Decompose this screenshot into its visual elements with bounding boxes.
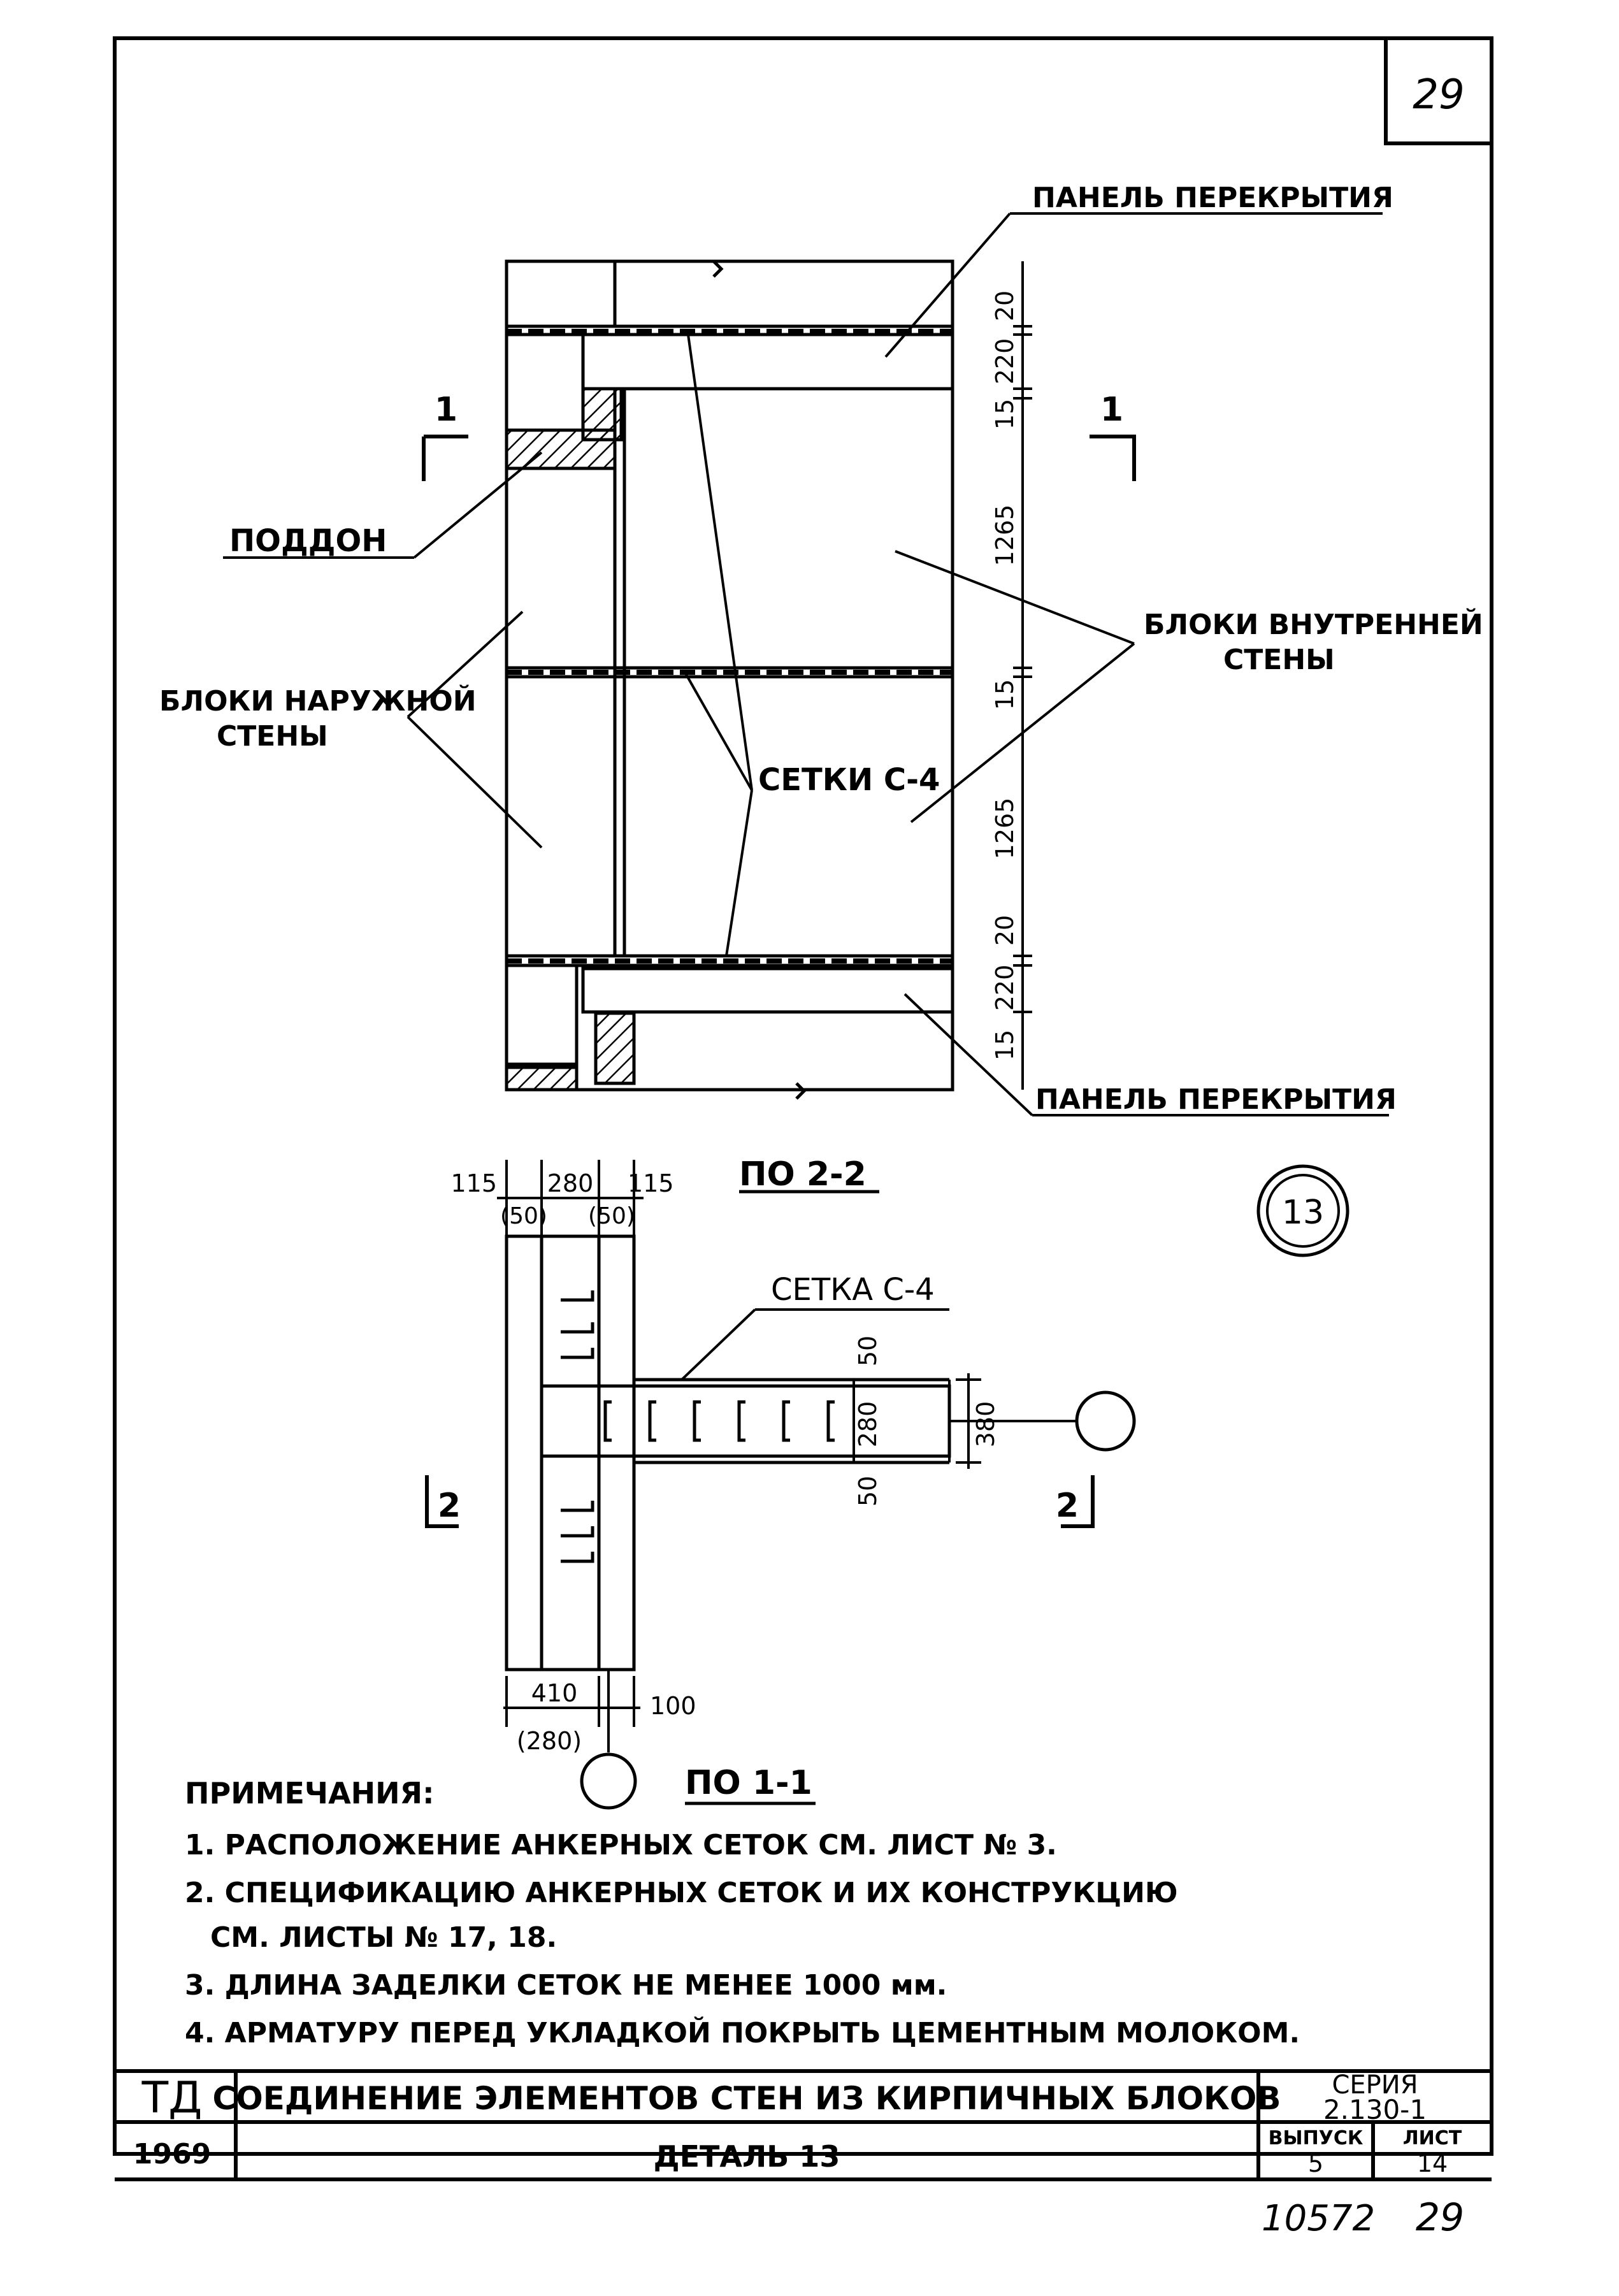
dim-1265-upper: 1265: [991, 505, 1019, 567]
plan-dim-100: 100: [650, 1692, 696, 1720]
section-mark-1-right: 1: [1100, 391, 1123, 429]
plan-dim-115-left: 115: [450, 1169, 497, 1197]
plan-dim-410: 410: [531, 1679, 578, 1707]
note-1: 1. РАСПОЛОЖЕНИЕ АНКЕРНЫХ СЕТОК СМ. ЛИСТ …: [185, 1829, 1057, 1861]
section-mark-1-left: 1: [435, 391, 457, 429]
elevation-dimension-values: 20 220 15 1265 15 1265 20 220 15: [991, 291, 1019, 1060]
dim-15-low: 15: [991, 1030, 1019, 1060]
note-3: 3. ДЛИНА ЗАДЕЛКИ СЕТОК НЕ МЕНЕЕ 1000 мм.: [185, 1969, 947, 2002]
sheet-label: ЛИСТ: [1403, 2127, 1462, 2149]
plan-dim-380: 380: [972, 1401, 1000, 1448]
section-mark-2-right: 2: [1056, 1487, 1079, 1525]
series-value: 2.130-1: [1323, 2094, 1427, 2125]
series-label: СЕРИЯ: [1332, 2070, 1418, 2100]
axis-circle-bottom: [580, 1752, 637, 1810]
label-outer-wall-line1: БЛОКИ НАРУЖНОЙ: [159, 684, 477, 718]
title-detail: ДЕТАЛЬ 13: [654, 2139, 840, 2174]
issue-value: 5: [1308, 2149, 1323, 2177]
sheet-value: 14: [1417, 2149, 1448, 2177]
detail-number: 13: [1282, 1194, 1324, 1232]
note-2-cont: СМ. ЛИСТЫ № 17, 18.: [210, 1921, 557, 1954]
note-4: 4. АРМАТУРУ ПЕРЕД УКЛАДКОЙ ПОКРЫТЬ ЦЕМЕН…: [185, 2016, 1300, 2049]
section-marks-1: [422, 435, 1136, 481]
detail-number-marker: 13: [1256, 1164, 1349, 1257]
leader-lines: [223, 212, 1389, 1116]
section-mark-2-left: 2: [438, 1487, 461, 1525]
elevation-dimension-chain: [1013, 261, 1032, 1090]
section-title: ПО 1-1: [685, 1764, 812, 1802]
label-meshes: СЕТКИ С-4: [758, 762, 940, 798]
title-block: [115, 2069, 1492, 2181]
dim-220-low: 220: [991, 965, 1019, 1011]
archive-number: 10572: [1262, 2198, 1375, 2239]
label-outer-wall-line2: СТЕНЫ: [217, 720, 328, 753]
plan-dim-280-right: 280: [854, 1401, 882, 1448]
axis-circle-right: [1075, 1390, 1136, 1452]
plan-dim-50-paren-right: (50): [588, 1203, 635, 1229]
dim-20-low: 20: [991, 915, 1019, 946]
label-inner-wall-line2: СТЕНЫ: [1223, 644, 1335, 676]
sheet-frame: [113, 36, 1493, 2156]
plan-dim-50-upper: 50: [854, 1336, 882, 1366]
plan-dim-50-paren-left: (50): [500, 1203, 547, 1229]
sheet-number-box: 29: [1384, 36, 1493, 145]
title-year: 1969: [133, 2138, 211, 2170]
label-mesh: СЕТКА С-4: [771, 1272, 935, 1308]
plan-dim-115-right: 115: [628, 1169, 674, 1197]
issue-label: ВЫПУСК: [1269, 2127, 1364, 2149]
label-tray: ПОДДОН: [229, 523, 387, 559]
dim-220-top: 220: [991, 338, 1019, 385]
note-2: 2. СПЕЦИФИКАЦИЮ АНКЕРНЫХ СЕТОК И ИХ КОНС…: [185, 1877, 1178, 1909]
plan-dim-280-paren: (280): [517, 1727, 582, 1755]
label-inner-wall-line1: БЛОКИ ВНУТРЕННЕЙ: [1144, 607, 1483, 641]
label-floor-panel-bottom: ПАНЕЛЬ ПЕРЕКРЫТИЯ: [1035, 1083, 1397, 1116]
title-text: СОЕДИНЕНИЕ ЭЛЕМЕНТОВ СТЕН ИЗ КИРПИЧНЫХ Б…: [213, 2080, 1281, 2117]
plan-title: ПО 2-2: [739, 1155, 867, 1194]
section-marks-2: [425, 1475, 1095, 1528]
footer-page: 29: [1416, 2195, 1464, 2240]
dim-20-top: 20: [991, 291, 1019, 321]
label-floor-panel-top: ПАНЕЛЬ ПЕРЕКРЫТИЯ: [1032, 182, 1393, 214]
notes-header: ПРИМЕЧАНИЯ:: [185, 1776, 435, 1810]
dim-15-top: 15: [991, 399, 1019, 430]
elevation-view: [505, 259, 954, 1100]
mesh-leader: [680, 1308, 756, 1381]
dim-15-mid: 15: [991, 679, 1019, 710]
sheet-number: 29: [1413, 71, 1464, 119]
plan-dim-50-lower: 50: [854, 1476, 882, 1506]
title-code: ТД: [141, 2073, 203, 2123]
plan-dim-280-top: 280: [547, 1169, 594, 1197]
plan-dimension-lines: [497, 1160, 981, 1727]
dim-1265-lower: 1265: [991, 798, 1019, 860]
